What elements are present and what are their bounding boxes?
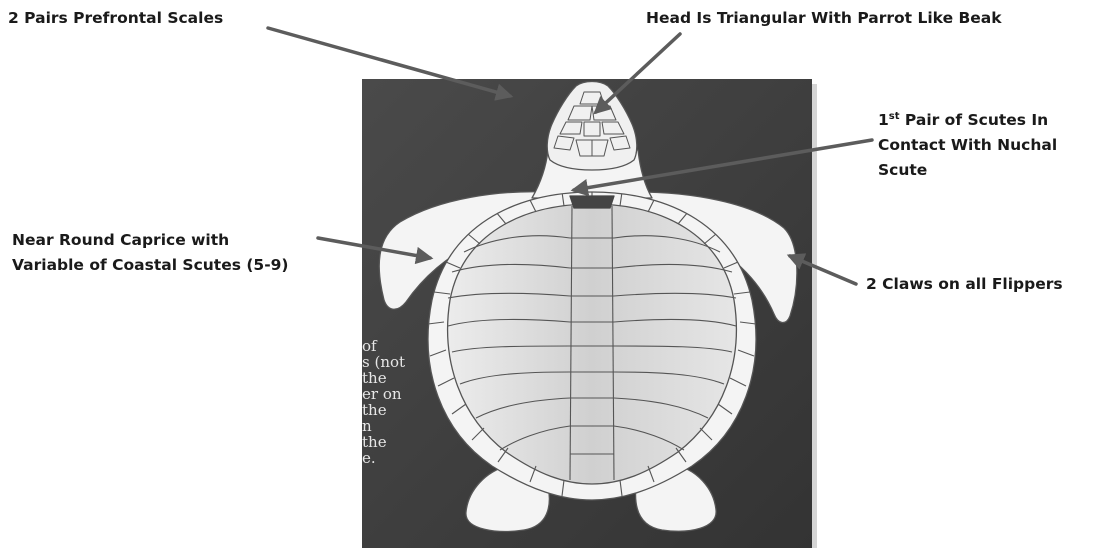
- background-text-line: the: [362, 402, 422, 418]
- nuchal-scute: [570, 196, 614, 208]
- label-claws-flippers: 2 Claws on all Flippers: [866, 272, 1063, 297]
- label-near-round-carapace: Near Round Caprice with Variable of Coas…: [12, 228, 289, 278]
- label-prefrontal-scales: 2 Pairs Prefrontal Scales: [8, 6, 223, 31]
- label-scutes-superscript: st: [889, 111, 900, 122]
- background-text-line: of: [362, 338, 422, 354]
- background-text-line: e.: [362, 450, 422, 466]
- background-text-line: s (not: [362, 354, 422, 370]
- label-scutes-line1: Pair of Scutes In: [900, 111, 1049, 129]
- background-text-line: the: [362, 434, 422, 450]
- label-carapace-line1: Near Round Caprice with: [12, 228, 289, 253]
- label-first-pair-scutes: 1st Pair of Scutes In Contact With Nucha…: [878, 108, 1057, 183]
- label-scutes-number: 1: [878, 111, 889, 129]
- background-text: of s (not the er on the n the e.: [362, 338, 422, 466]
- label-head-triangular: Head Is Triangular With Parrot Like Beak: [646, 6, 1002, 31]
- label-scutes-line2: Contact With Nuchal: [878, 133, 1057, 158]
- label-carapace-line2: Variable of Coastal Scutes (5-9): [12, 253, 289, 278]
- background-text-line: n: [362, 418, 422, 434]
- background-text-line: er on: [362, 386, 422, 402]
- label-scutes-line3: Scute: [878, 158, 1057, 183]
- background-text-line: the: [362, 370, 422, 386]
